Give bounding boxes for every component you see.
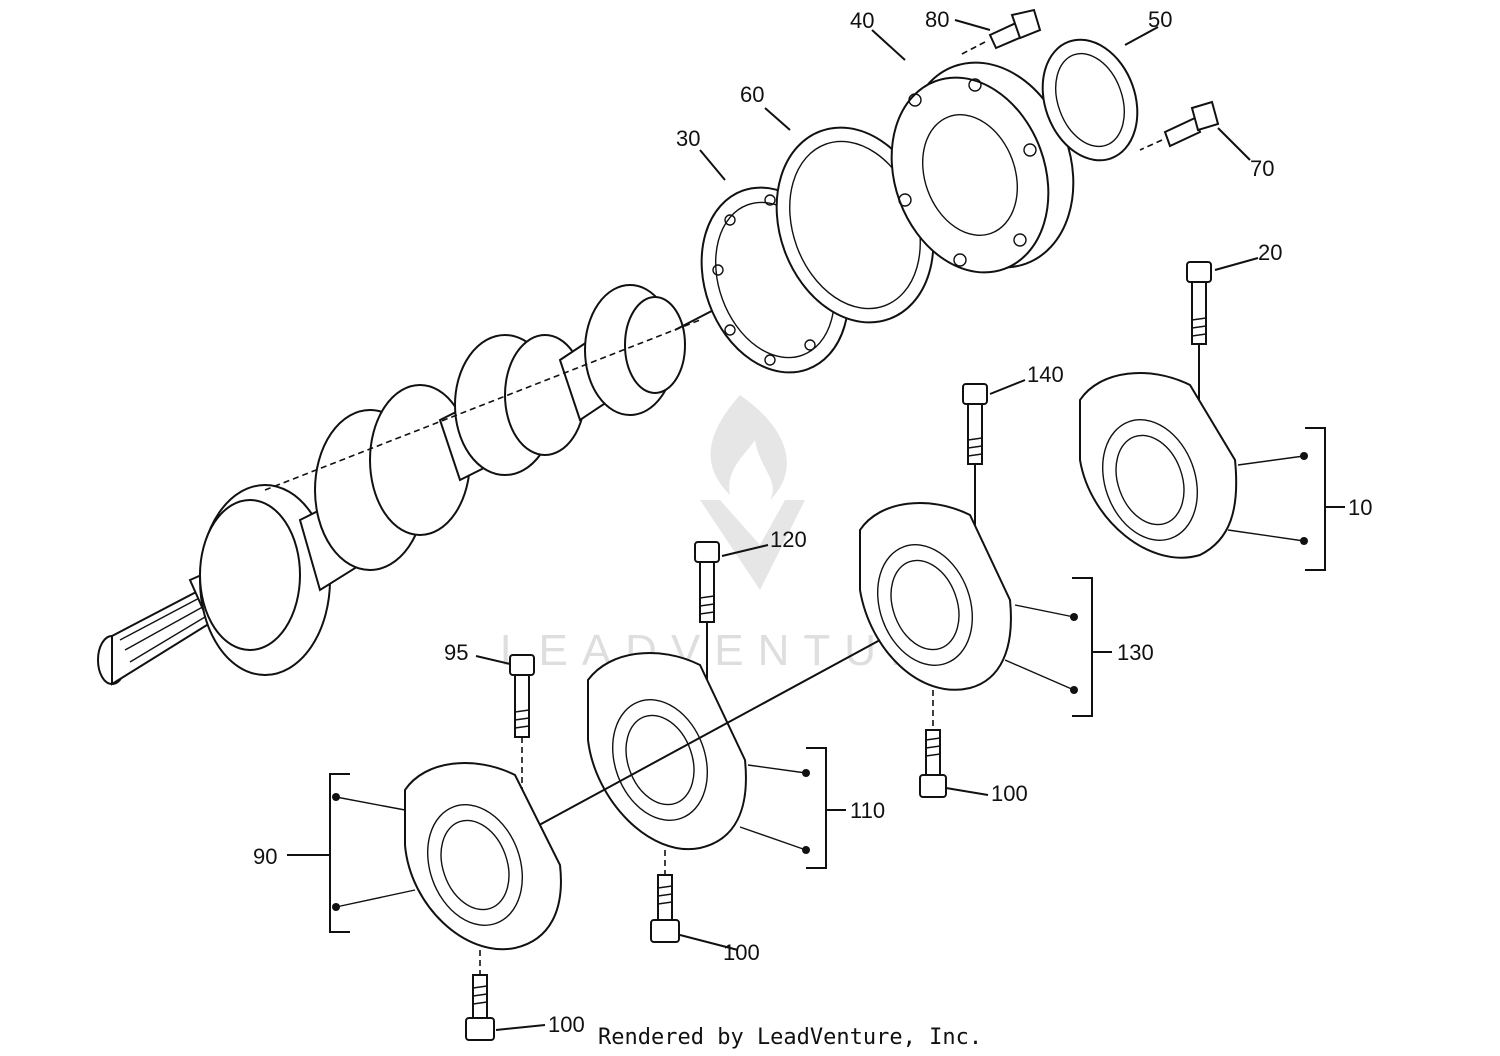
bolt-95 [509,654,535,800]
callout-120: 120 [770,527,807,552]
housing-40 [890,61,1075,274]
bolt-100c [650,874,680,943]
bolt-80 [959,8,1042,56]
callout-140: 140 [1027,362,1064,387]
bolt-20 [1186,261,1212,400]
bolt-100a [465,974,495,1041]
callout-30: 30 [676,126,700,151]
callout-100c: 100 [723,940,760,965]
callout-40: 40 [850,8,874,33]
centerline-lower [529,639,881,831]
bracket-110 [739,747,846,869]
callout-20: 20 [1258,240,1282,265]
bolt-100b [919,729,947,798]
callout-70: 70 [1250,156,1274,181]
bearing-cap-110 [587,652,747,851]
callout-100b: 100 [991,781,1028,806]
bracket-130 [1004,577,1112,717]
bolt-140 [962,383,988,525]
seal-50 [1041,38,1139,162]
bearing-cap-90 [404,762,562,951]
crankshaft [97,284,701,686]
callout-60: 60 [740,82,764,107]
bearing-cap-130 [859,502,1012,691]
callout-80: 80 [925,7,949,32]
bolt-120 [694,541,720,690]
callout-10: 10 [1348,495,1372,520]
watermark-logo [700,395,805,590]
callout-130: 130 [1117,640,1154,665]
bracket-10 [1227,427,1345,571]
bearing-cap-10 [1079,372,1238,559]
callout-100a: 100 [548,1012,585,1037]
callout-95: 95 [444,640,468,665]
render-credit: Rendered by LeadVenture, Inc. [598,1025,982,1050]
bolt-70 [1139,100,1220,151]
callout-110: 110 [850,798,885,823]
callout-90: 90 [253,844,277,869]
callout-50: 50 [1148,7,1172,32]
bracket-90 [287,773,416,933]
leader-lines [475,19,1259,1031]
